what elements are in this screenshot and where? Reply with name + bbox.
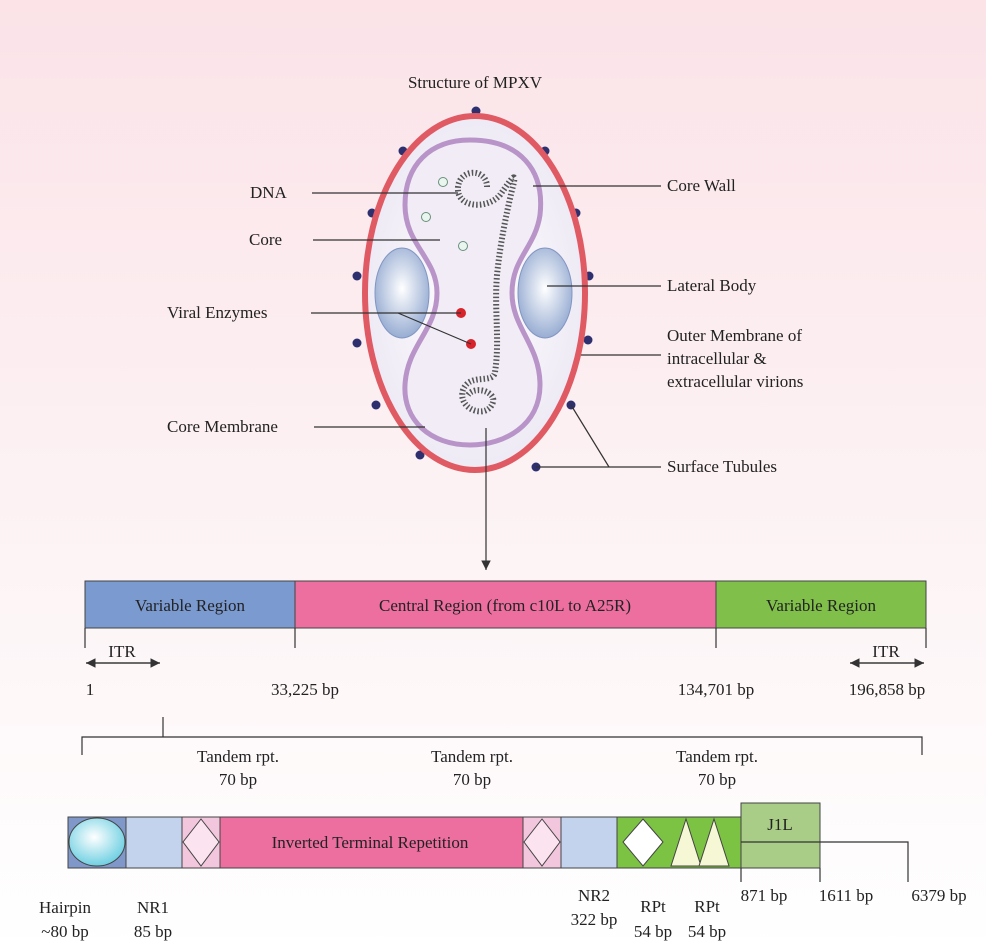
core-particle: [422, 213, 431, 222]
tandem-rpt-3-size: 70 bp: [698, 770, 736, 789]
label-outer-membrane-1: Outer Membrane of: [667, 326, 802, 345]
rpt2-label: RPt: [694, 897, 720, 916]
label-core: Core: [249, 230, 282, 249]
nr1-label: NR1: [137, 898, 169, 917]
region-variable-left-label: Variable Region: [135, 596, 245, 615]
label-outer-membrane-3: extracellular virions: [667, 372, 803, 391]
nr2-size: 322 bp: [571, 910, 618, 929]
pos-6379: 6379 bp: [911, 886, 966, 905]
tandem-rpt-3-name: Tandem rpt.: [676, 747, 758, 766]
j1l-box: [741, 803, 820, 868]
nr2-label: NR2: [578, 886, 610, 905]
hairpin-icon: [69, 818, 125, 866]
itr-left-label: ITR: [108, 642, 136, 661]
j1l-label: J1L: [767, 815, 793, 834]
label-dna: DNA: [250, 183, 288, 202]
label-outer-membrane-2: intracellular &: [667, 349, 767, 368]
hairpin-size: ~80 bp: [41, 922, 88, 941]
region-variable-right-label: Variable Region: [766, 596, 876, 615]
itr-center-label: Inverted Terminal Repetition: [272, 833, 469, 852]
core-particle: [459, 242, 468, 251]
surface-tubule: [372, 401, 381, 410]
label-lateral-body: Lateral Body: [667, 276, 757, 295]
tandem-rpt-2-size: 70 bp: [453, 770, 491, 789]
pos-871: 871 bp: [741, 886, 788, 905]
tandem-rpt-1-name: Tandem rpt.: [197, 747, 279, 766]
surface-tubule: [353, 339, 362, 348]
nr2-box: [561, 817, 617, 868]
lateral-body-right: [518, 248, 572, 338]
nr1-box: [126, 817, 182, 868]
label-viral-enzymes: Viral Enzymes: [167, 303, 267, 322]
rpt1-label: RPt: [640, 897, 666, 916]
lateral-body-left: [375, 248, 429, 338]
tandem-rpt-2-name: Tandem rpt.: [431, 747, 513, 766]
label-surface-tubules: Surface Tubules: [667, 457, 777, 476]
core-particle: [439, 178, 448, 187]
pos-1: 1: [86, 680, 95, 699]
hairpin-label: Hairpin: [39, 898, 91, 917]
pos-1611: 1611 bp: [819, 886, 874, 905]
rpt1-size: 54 bp: [634, 922, 672, 941]
tandem-rpt-1-size: 70 bp: [219, 770, 257, 789]
surface-tubule: [353, 272, 362, 281]
rpt2-size: 54 bp: [688, 922, 726, 941]
pos-33225: 33,225 bp: [271, 680, 339, 699]
label-core-wall: Core Wall: [667, 176, 736, 195]
surface-tubule: [584, 336, 593, 345]
pos-196858: 196,858 bp: [849, 680, 926, 699]
region-central-label: Central Region (from c10L to A25R): [379, 596, 631, 615]
virion-title: Structure of MPXV: [408, 73, 543, 92]
label-core-membrane: Core Membrane: [167, 417, 278, 436]
nr1-size: 85 bp: [134, 922, 172, 941]
itr-right-label: ITR: [872, 642, 900, 661]
pos-134701: 134,701 bp: [678, 680, 755, 699]
